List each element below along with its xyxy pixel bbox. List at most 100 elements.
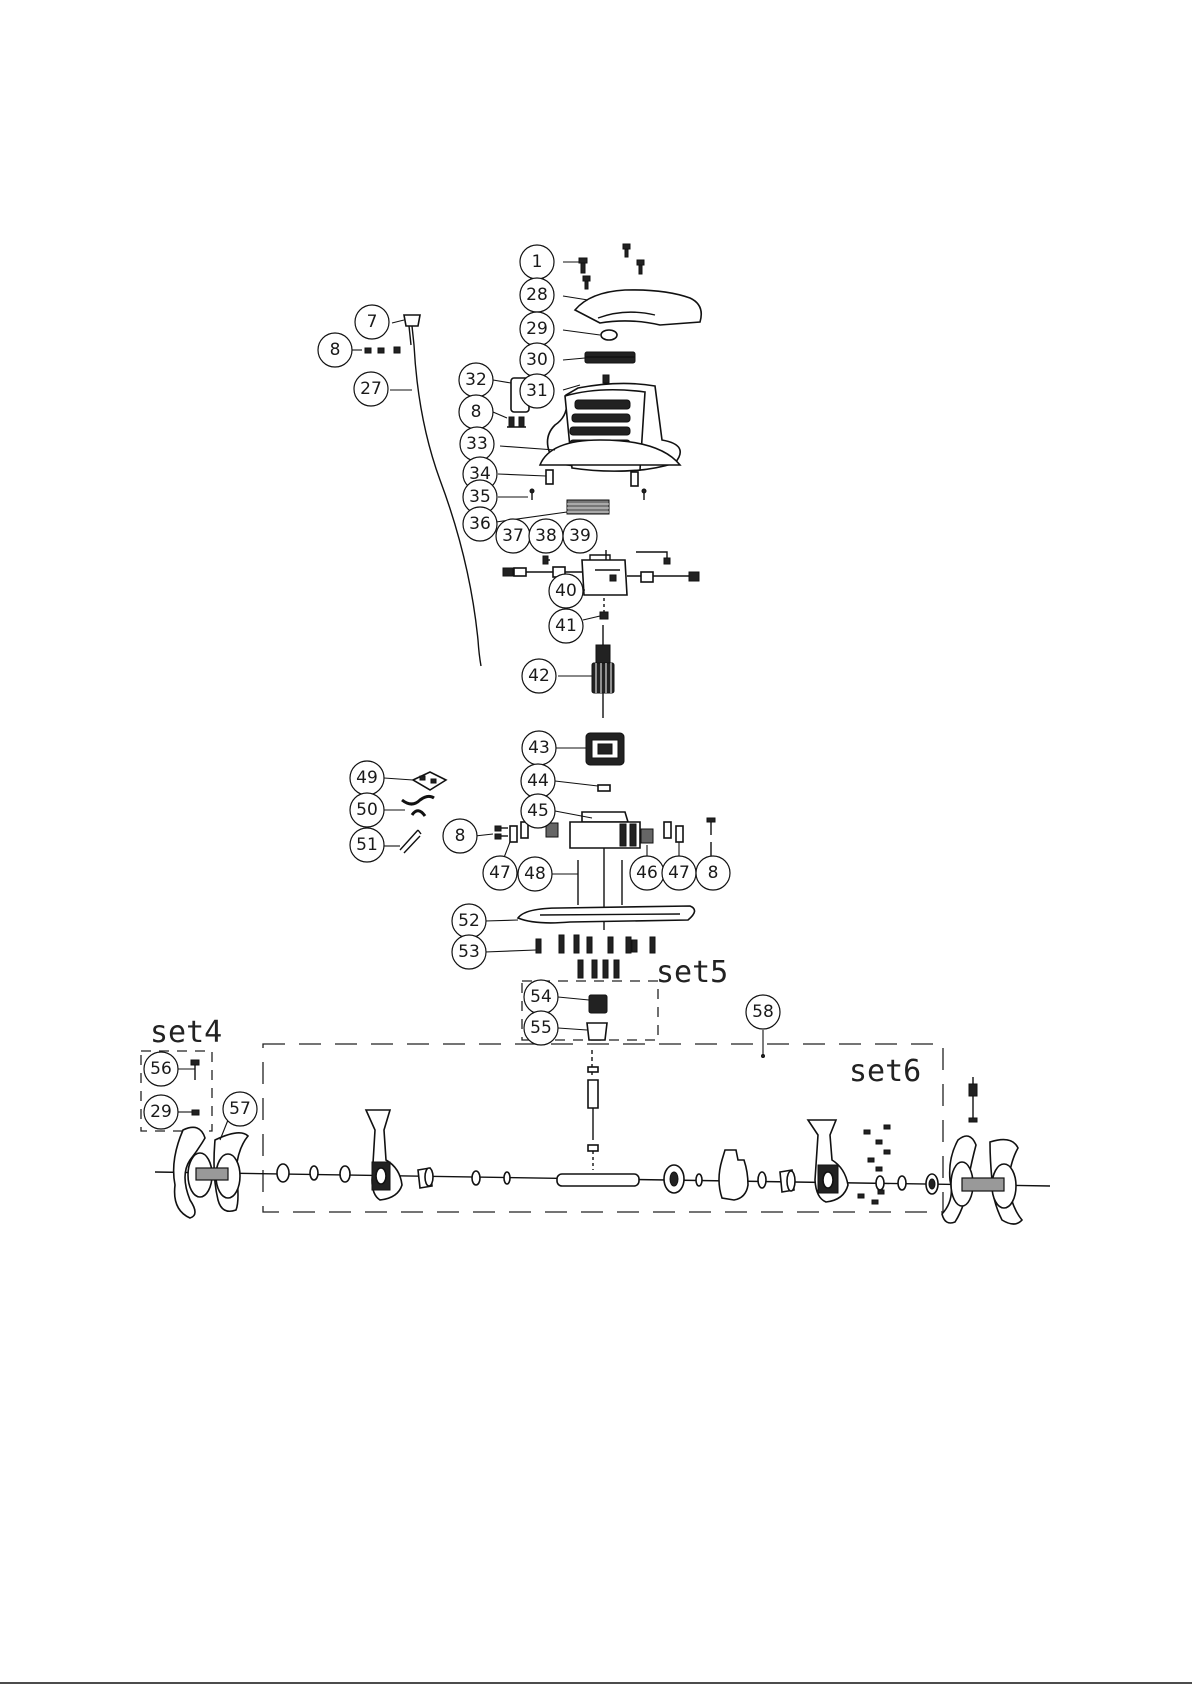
svg-text:7: 7 <box>367 312 378 332</box>
part-49 <box>384 772 446 790</box>
svg-text:40: 40 <box>555 581 577 601</box>
svg-text:36: 36 <box>469 514 491 534</box>
svg-text:39: 39 <box>569 526 591 546</box>
callout-29-set4: 29 <box>144 1095 178 1129</box>
callout-57: 57 <box>223 1092 257 1126</box>
callout-48: 48 <box>518 857 552 891</box>
long-bolts-48 <box>552 860 622 905</box>
callout-28: 28 <box>520 278 554 312</box>
svg-text:27: 27 <box>360 379 382 399</box>
set4-label: set4 <box>150 1015 222 1050</box>
svg-text:8: 8 <box>330 340 341 360</box>
gear-housing-left <box>366 1110 402 1200</box>
drive-shaft <box>588 1050 598 1170</box>
part-50 <box>384 796 434 816</box>
svg-text:32: 32 <box>465 370 487 390</box>
top-cover <box>563 290 701 325</box>
callout-46: 46 <box>630 856 664 890</box>
callout-7: 7 <box>355 305 389 339</box>
callout-47-right: 47 <box>662 856 696 890</box>
callout-8-cable: 8 <box>318 333 352 367</box>
gear-30 <box>563 352 635 363</box>
tine-right <box>942 1077 1022 1224</box>
spacer-44 <box>555 781 610 791</box>
svg-text:58: 58 <box>752 1002 774 1022</box>
nut-29 <box>563 330 617 340</box>
set6-label: set6 <box>849 1054 921 1089</box>
svg-text:56: 56 <box>150 1059 172 1079</box>
svg-text:8: 8 <box>471 402 482 422</box>
callout-56: 56 <box>144 1052 178 1086</box>
svg-text:31: 31 <box>526 381 548 401</box>
cable-left <box>503 556 582 577</box>
gear-plate <box>719 1150 748 1200</box>
callout-49: 49 <box>350 761 384 795</box>
svg-text:44: 44 <box>527 771 549 791</box>
screws-53 <box>485 935 655 978</box>
main-axle <box>557 1174 639 1186</box>
callout-41: 41 <box>549 609 583 643</box>
svg-text:55: 55 <box>530 1018 552 1038</box>
svg-text:8: 8 <box>455 826 466 846</box>
callout-29: 29 <box>520 312 554 346</box>
part-51 <box>384 830 421 853</box>
svg-text:52: 52 <box>458 911 480 931</box>
svg-text:53: 53 <box>458 942 480 962</box>
tine-left-57 <box>174 1120 248 1218</box>
svg-text:49: 49 <box>356 768 378 788</box>
svg-text:29: 29 <box>526 319 548 339</box>
callout-8-upper: 8 <box>459 395 493 429</box>
screws-8-lower-left <box>475 826 508 839</box>
callout-33: 33 <box>460 427 494 461</box>
svg-text:57: 57 <box>229 1099 251 1119</box>
svg-text:43: 43 <box>528 738 550 758</box>
svg-text:38: 38 <box>535 526 557 546</box>
callout-54: 54 <box>524 980 558 1014</box>
screws-8-upper <box>493 412 526 427</box>
callout-53: 53 <box>452 935 486 969</box>
stator-43 <box>556 733 624 765</box>
callout-50: 50 <box>350 793 384 827</box>
svg-text:1: 1 <box>532 252 543 272</box>
svg-text:41: 41 <box>555 616 577 636</box>
svg-text:48: 48 <box>524 864 546 884</box>
bearings-right <box>758 1170 795 1192</box>
callout-51: 51 <box>350 828 384 862</box>
small-screws-set6 <box>858 1125 890 1204</box>
gear-housing-right <box>808 1120 848 1202</box>
callouts: 1 28 29 30 31 7 8 27 32 8 33 34 35 36 37… <box>144 245 780 1129</box>
screws-35 <box>498 489 646 500</box>
callout-44: 44 <box>521 764 555 798</box>
callout-43: 43 <box>522 731 556 765</box>
nut-29-set4 <box>177 1110 199 1115</box>
svg-text:45: 45 <box>527 801 549 821</box>
svg-text:51: 51 <box>356 835 378 855</box>
cable-right <box>627 552 699 582</box>
svg-text:54: 54 <box>530 987 552 1007</box>
bushing-41 <box>583 598 608 620</box>
screws-8-cable <box>350 347 400 353</box>
svg-text:8: 8 <box>708 863 719 883</box>
callout-40: 40 <box>549 574 583 608</box>
callout-52: 52 <box>452 904 486 938</box>
callout-37: 37 <box>496 519 530 553</box>
svg-text:35: 35 <box>469 487 491 507</box>
top-screws <box>563 244 644 289</box>
base-plate-52 <box>485 906 695 923</box>
sleeve-55 <box>558 1023 607 1040</box>
callout-36: 36 <box>463 507 497 541</box>
bearings-mid-right <box>664 1165 702 1193</box>
washers-left <box>277 1164 350 1182</box>
svg-text:28: 28 <box>526 285 548 305</box>
svg-text:42: 42 <box>528 666 550 686</box>
callout-27: 27 <box>354 372 388 406</box>
svg-text:47: 47 <box>668 863 690 883</box>
svg-text:50: 50 <box>356 800 378 820</box>
callout-1: 1 <box>520 245 554 279</box>
callout-45: 45 <box>521 794 555 828</box>
svg-text:37: 37 <box>502 526 524 546</box>
svg-text:29: 29 <box>150 1102 172 1122</box>
svg-text:47: 47 <box>489 863 511 883</box>
svg-text:33: 33 <box>466 434 488 454</box>
callout-8-lower-left: 8 <box>443 819 477 853</box>
